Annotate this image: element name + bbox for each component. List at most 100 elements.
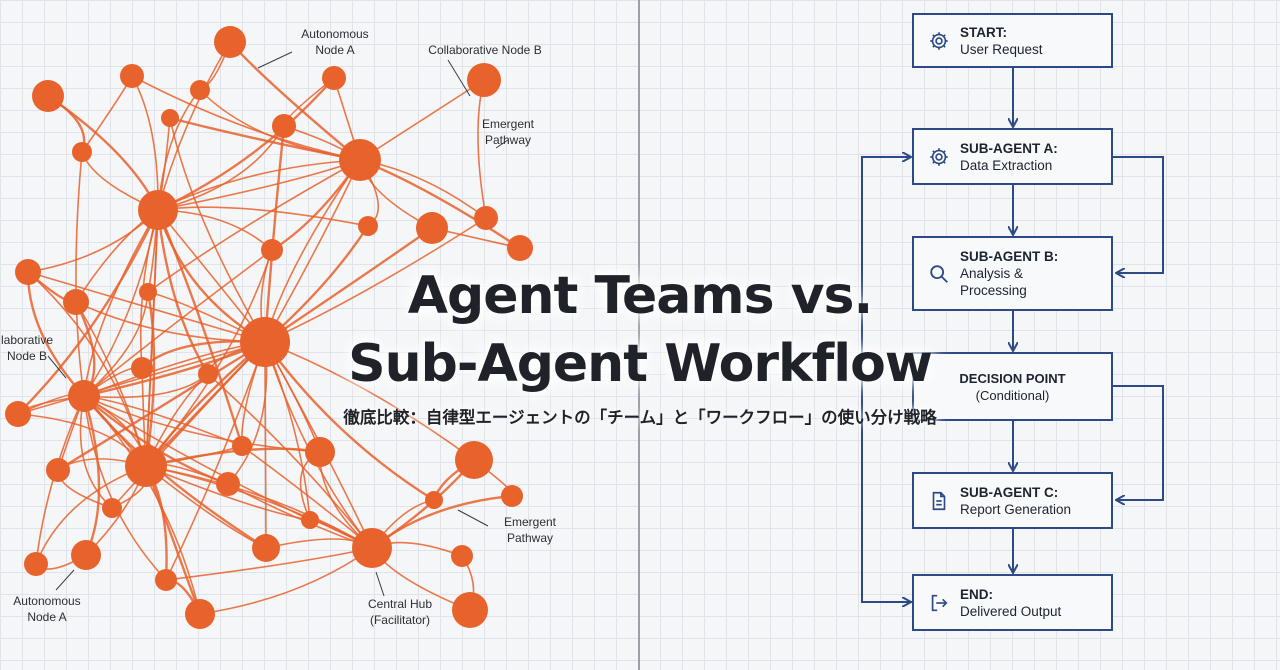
bypass-a-to-b <box>1113 156 1164 273</box>
sub-agent-a-box: SUB-AGENT A:Data Extraction <box>912 128 1113 185</box>
network-node <box>455 441 493 479</box>
sub-agent-c-title: SUB-AGENT C: <box>960 484 1059 500</box>
network-node <box>452 592 488 628</box>
network-link <box>263 125 286 343</box>
end-title: END: <box>960 586 993 602</box>
network-link <box>57 340 266 472</box>
title-block: Agent Teams vs. Sub-Agent Workflow 徹底比較：… <box>300 262 980 428</box>
network-link <box>157 125 285 211</box>
bypass-decision-to-c <box>1113 385 1164 500</box>
network-link <box>83 395 167 581</box>
network-node <box>301 511 319 529</box>
network-link <box>17 209 160 415</box>
end-text: Delivered Output <box>960 603 1062 619</box>
network-link <box>145 465 311 521</box>
label-emergent-bottom: Emergent Pathway <box>503 515 557 545</box>
network-node <box>272 114 296 138</box>
sub-agent-a-title: SUB-AGENT A: <box>960 140 1058 156</box>
label-leader-line <box>55 569 75 591</box>
network-node <box>15 259 41 285</box>
network-link <box>156 209 244 447</box>
network-node <box>46 458 70 482</box>
network-link <box>169 117 266 343</box>
exit-icon <box>931 594 948 611</box>
network-link <box>264 217 487 343</box>
network-node <box>474 206 498 230</box>
network-link <box>83 209 159 397</box>
network-link <box>75 151 85 397</box>
network-node <box>252 534 280 562</box>
network-node <box>155 569 177 591</box>
network-link <box>199 547 373 615</box>
network-link <box>156 209 210 375</box>
network-node <box>5 401 31 427</box>
label-leader-line <box>375 571 385 597</box>
sub-agent-b-text: Analysis & Processing <box>960 266 1027 298</box>
network-node <box>358 216 378 236</box>
sub-agent-c-text: Report Generation <box>960 501 1072 517</box>
network-node <box>139 283 157 301</box>
sub-agent-b-title: SUB-AGENT B: <box>960 249 1059 264</box>
network-link <box>83 373 209 399</box>
title-line-1: Agent Teams vs. <box>407 266 873 326</box>
network-node <box>72 142 92 162</box>
network-node <box>214 26 246 58</box>
label-autonomous-a-top: Autonomous Node A <box>301 27 369 57</box>
sub-agent-a-text: Data Extraction <box>960 157 1053 173</box>
network-node <box>125 445 167 487</box>
label-autonomous-a-bottom: Autonomous Node A <box>13 594 81 624</box>
network-node <box>216 472 240 496</box>
center-divider <box>638 0 640 670</box>
start-text: User Request <box>960 41 1043 57</box>
decision-title: DECISION POINT <box>959 371 1066 386</box>
network-link <box>79 395 113 509</box>
network-link <box>169 116 361 162</box>
network-link <box>157 41 231 211</box>
label-leader-line <box>47 355 67 379</box>
start-title: START: <box>960 24 1007 40</box>
network-link <box>83 395 321 453</box>
network-link <box>264 341 475 461</box>
network-node <box>68 380 100 412</box>
network-node <box>416 212 448 244</box>
network-node <box>24 552 48 576</box>
document-icon <box>932 491 946 510</box>
network-node <box>63 289 89 315</box>
network-node <box>339 139 381 181</box>
decision-text: (Conditional) <box>975 388 1050 403</box>
agent-team-network <box>5 26 533 629</box>
gear-icon <box>930 147 948 166</box>
network-node <box>190 80 210 100</box>
network-link <box>82 395 101 556</box>
decision-point-box: DECISION POINT (Conditional) <box>912 352 1113 421</box>
network-node <box>102 498 122 518</box>
network-link <box>207 373 373 549</box>
network-link <box>264 341 435 502</box>
network-link <box>26 271 85 397</box>
network-link <box>264 227 433 343</box>
network-node <box>32 80 64 112</box>
network-node <box>451 545 473 567</box>
label-leader-line <box>495 139 509 149</box>
network-node <box>261 239 283 261</box>
network-node <box>120 64 144 88</box>
gear-icon <box>930 31 948 50</box>
label-central-hub: Central Hub (Facilitator) <box>367 597 433 627</box>
label-collaborative-b-left: laborative Node B <box>0 333 54 363</box>
network-link <box>144 291 156 467</box>
subtitle: 徹底比較：自律型エージェントの「チーム」と「ワークフロー」の使い分け戦略 <box>343 408 937 427</box>
network-link <box>83 249 273 397</box>
network-link <box>147 159 361 293</box>
network-node <box>71 540 101 570</box>
page-title: Agent Teams vs. Sub-Agent Workflow <box>300 262 980 398</box>
network-link <box>157 77 335 212</box>
network-node <box>305 437 335 467</box>
network-node <box>501 485 523 507</box>
sub-agent-c-box: SUB-AGENT C:Report Generation <box>912 472 1113 529</box>
network-node <box>161 109 179 127</box>
network-node <box>185 599 215 629</box>
network-node <box>322 66 346 90</box>
network-link <box>157 159 361 211</box>
label-leader-line <box>457 509 489 527</box>
